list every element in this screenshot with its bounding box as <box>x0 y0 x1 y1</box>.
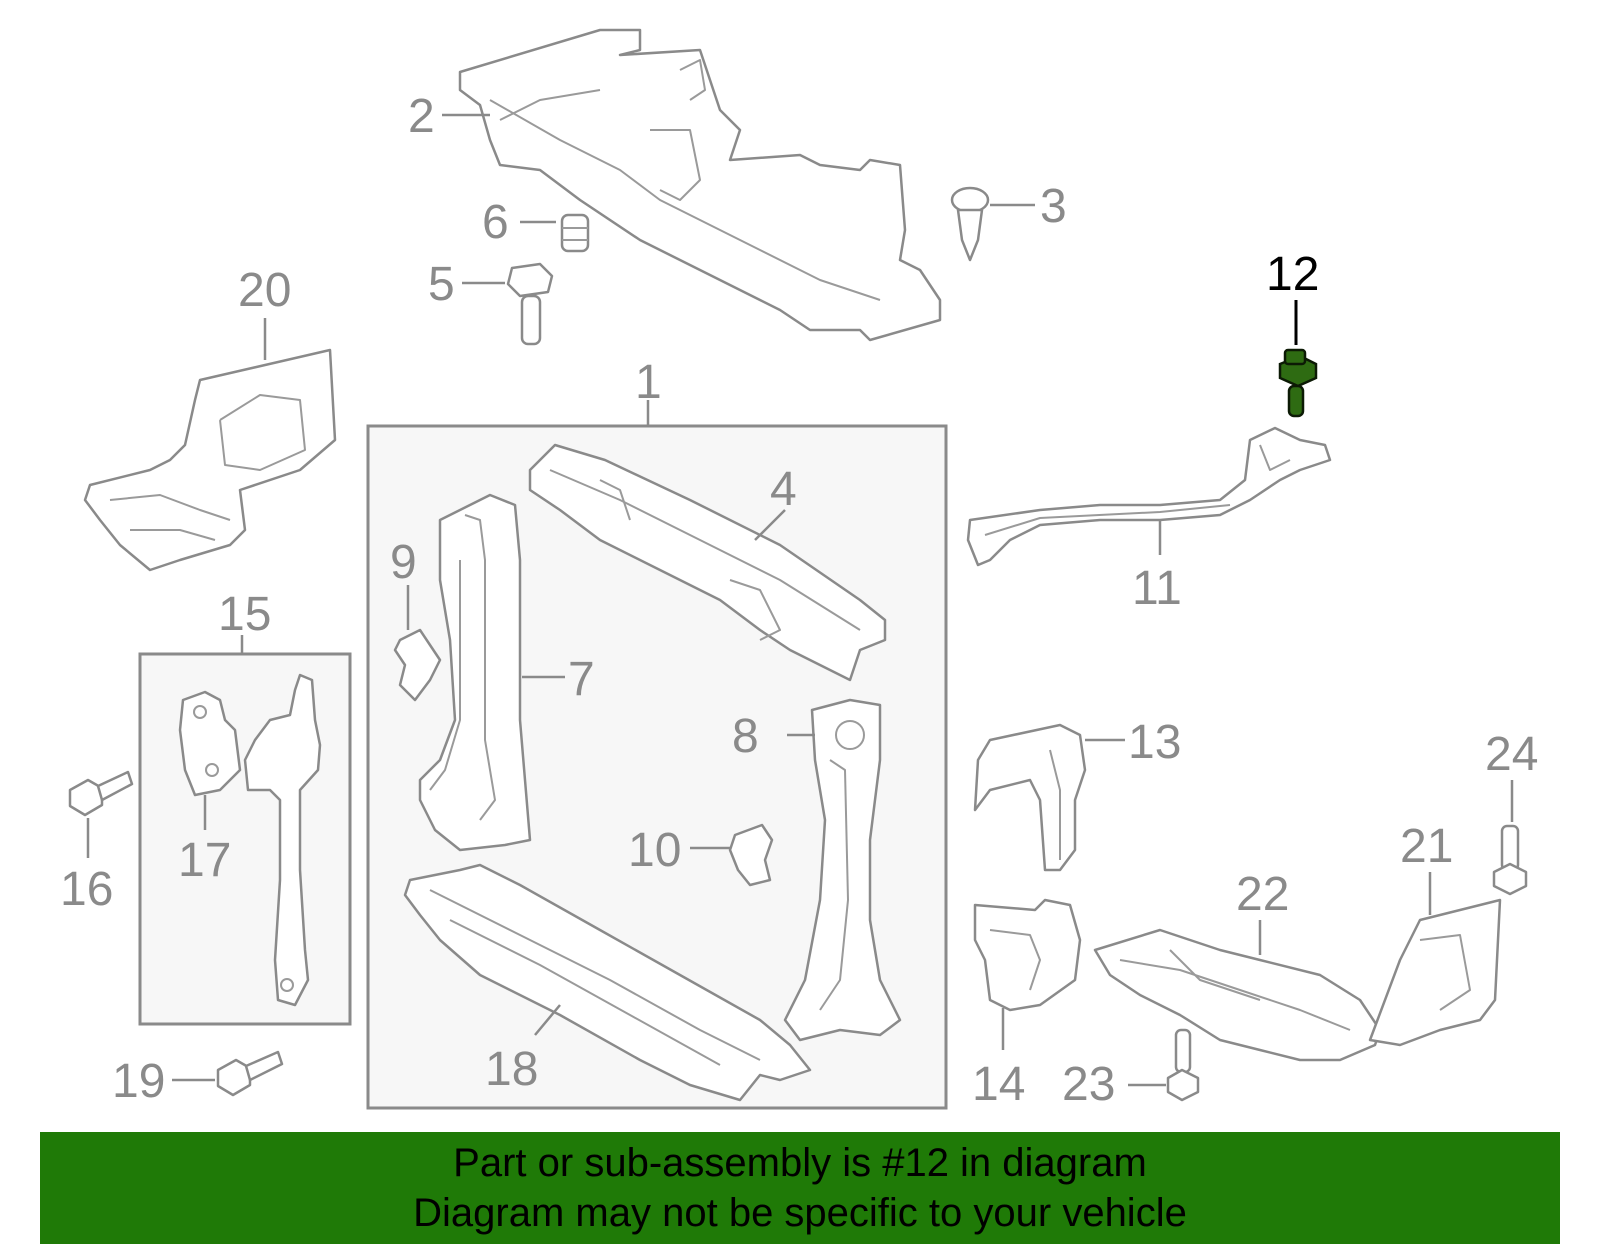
banner-line-2: Diagram may not be specific to your vehi… <box>413 1191 1187 1235</box>
callout-1: 1 <box>635 356 662 409</box>
callout-20: 20 <box>238 264 291 317</box>
callout-3: 3 <box>1040 180 1067 233</box>
part-22-under-cover[interactable] <box>1093 928 1382 1062</box>
callout-21: 21 <box>1400 820 1453 873</box>
part-19-bolt[interactable] <box>216 1050 284 1097</box>
callout-12: 12 <box>1266 248 1319 301</box>
part-4-upper-support[interactable] <box>528 443 887 682</box>
part-6-grommet[interactable] <box>560 213 590 253</box>
callout-13: 13 <box>1128 716 1181 769</box>
part-14-deflector[interactable] <box>973 898 1082 1012</box>
parts-diagram: 1 2 3 4 5 6 7 8 9 10 11 12 13 14 15 16 1… <box>60 28 1538 1111</box>
callout-18: 18 <box>485 1043 538 1096</box>
part-8-side-support-right[interactable] <box>783 698 902 1042</box>
callout-6: 6 <box>482 196 509 249</box>
callout-5: 5 <box>428 258 455 311</box>
callout-4: 4 <box>770 463 797 516</box>
callout-9: 9 <box>390 536 417 589</box>
part-7-side-support-left[interactable] <box>418 493 532 852</box>
part-21-side-cover[interactable] <box>1368 898 1502 1047</box>
part-20-bracket[interactable] <box>83 348 337 572</box>
callout-24: 24 <box>1485 728 1538 781</box>
banner-line-1: Part or sub-assembly is #12 in diagram <box>453 1141 1147 1185</box>
part-3-clip[interactable] <box>950 186 990 262</box>
assembly-15-box <box>138 652 352 1026</box>
part-15-lock-support[interactable] <box>243 673 322 1007</box>
part-11-bar[interactable] <box>966 426 1332 567</box>
callout-15: 15 <box>218 588 271 641</box>
callout-23: 23 <box>1062 1058 1115 1111</box>
part-18-lower-support[interactable] <box>403 863 812 1102</box>
callout-14: 14 <box>972 1058 1025 1111</box>
callout-7: 7 <box>568 653 595 706</box>
info-banner: Part or sub-assembly is #12 in diagram D… <box>40 1132 1560 1244</box>
part-23-bolt[interactable] <box>1166 1028 1200 1102</box>
part-2-cover[interactable] <box>458 28 942 342</box>
part-10-bracket[interactable] <box>728 823 774 887</box>
callout-11: 11 <box>1132 562 1182 615</box>
callout-17: 17 <box>178 834 231 887</box>
part-17-bracket[interactable] <box>178 690 242 797</box>
part-16-bolt[interactable] <box>68 770 134 817</box>
part-13-deflector[interactable] <box>973 723 1087 872</box>
callout-16: 16 <box>60 863 113 916</box>
callout-8: 8 <box>732 710 759 763</box>
part-12-bolt-highlighted[interactable] <box>1278 348 1318 418</box>
part-9-bracket[interactable] <box>393 628 442 702</box>
part-24-bolt[interactable] <box>1492 824 1528 896</box>
callout-10: 10 <box>628 824 681 877</box>
part-5-bolt[interactable] <box>506 262 554 346</box>
callout-19: 19 <box>112 1055 165 1108</box>
callout-22: 22 <box>1236 868 1289 921</box>
callout-2: 2 <box>408 90 435 143</box>
